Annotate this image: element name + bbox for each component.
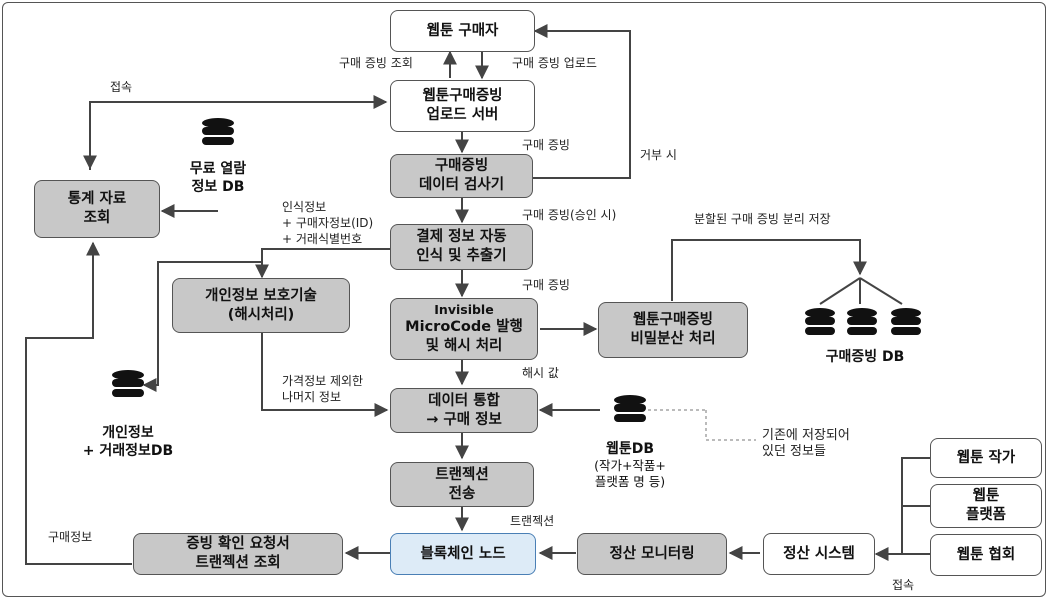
label-recog-3: + 거래식별번호 <box>282 232 363 246</box>
node-payment-extractor: 결제 정보 자동 인식 및 추출기 <box>390 224 533 270</box>
label-hash-value: 해시 값 <box>522 366 559 380</box>
node-tx-send: 트랜젝션 전송 <box>390 462 534 507</box>
label-excl-price-1: 가격정보 제외한 <box>282 374 364 388</box>
label-existing-2: 있던 정보들 <box>762 444 826 459</box>
label-purchase-proof-1: 구매 증빙 <box>522 138 570 152</box>
personal-db-icon <box>112 370 144 397</box>
arrow-payment-to-personaldb <box>142 261 262 392</box>
label-view-proof: 구매 증빙 조회 <box>339 56 413 70</box>
node-buyer: 웹툰 구매자 <box>390 10 535 52</box>
node-blockchain: 블록체인 노드 <box>390 533 536 575</box>
label-transaction: 트랜젝션 <box>510 514 555 528</box>
label-existing-1: 기존에 저장되어 <box>762 428 850 443</box>
label-upload-proof: 구매 증빙 업로드 <box>512 56 597 70</box>
node-data-inspector: 구매증빙 데이터 검사기 <box>390 154 533 198</box>
label-recog-1: 인식정보 <box>282 200 327 214</box>
node-stats-view: 통계 자료 조회 <box>34 180 160 238</box>
purchase-db-icon-1 <box>805 308 835 335</box>
label-on-reject: 거부 시 <box>640 148 677 162</box>
node-webtoon-author: 웹툰 작가 <box>930 438 1042 478</box>
purchase-db-label: 구매증빙 DB <box>825 349 905 365</box>
label-access-top: 접속 <box>110 80 133 94</box>
label-access-bottom: 접속 <box>892 578 915 592</box>
node-secret-sharing: 웹툰구매증빙 비밀분산 처리 <box>598 302 748 358</box>
arrow-payment-to-privacy <box>255 248 390 279</box>
node-privacy-hash: 개인정보 보호기술 (해시처리) <box>172 278 350 333</box>
arrow-privacy-to-integrate <box>261 333 389 417</box>
node-settle-system: 정산 시스템 <box>763 533 875 575</box>
label-recog-2: + 구매자정보(ID) <box>282 216 374 230</box>
label-purchase-info: 구매정보 <box>48 530 93 544</box>
personal-db-label: 개인정보 + 거래정보DB <box>82 425 174 459</box>
node-microcode: Invisible MicroCode 발행 및 해시 처리 <box>390 298 538 360</box>
node-settle-monitor: 정산 모니터링 <box>577 533 727 575</box>
free-db-label: 무료 열람 정보 DB <box>189 161 247 195</box>
webtoon-db-label: 웹툰DB (작가+작품+ 플랫폼 명 등) <box>594 441 666 489</box>
arrow-request-to-stats <box>25 241 132 565</box>
node-webtoon-association: 웹툰 협회 <box>930 534 1042 576</box>
arrow-reject-loop <box>533 24 631 179</box>
label-proof-approved: 구매 증빙(승인 시) <box>522 208 617 222</box>
free-db-icon <box>202 118 234 145</box>
node-webtoon-platform: 웹툰 플랫폼 <box>930 484 1042 528</box>
purchase-db-icon-3 <box>891 308 921 335</box>
node-upload-server: 웹툰구매증빙 업로드 서버 <box>390 80 535 132</box>
db-icons <box>112 118 921 422</box>
node-data-integration: 데이터 통합 → 구매 정보 <box>390 388 538 433</box>
label-excl-price-2: 나머지 정보 <box>282 390 342 404</box>
label-split-store: 분할된 구매 증빙 분리 저장 <box>694 212 831 226</box>
node-proof-request: 증빙 확인 요청서 트랜젝션 조회 <box>133 533 343 575</box>
purchase-db-icon-2 <box>847 308 877 335</box>
label-purchase-proof-2: 구매 증빙 <box>522 278 570 292</box>
webtoon-db-icon <box>614 395 646 422</box>
